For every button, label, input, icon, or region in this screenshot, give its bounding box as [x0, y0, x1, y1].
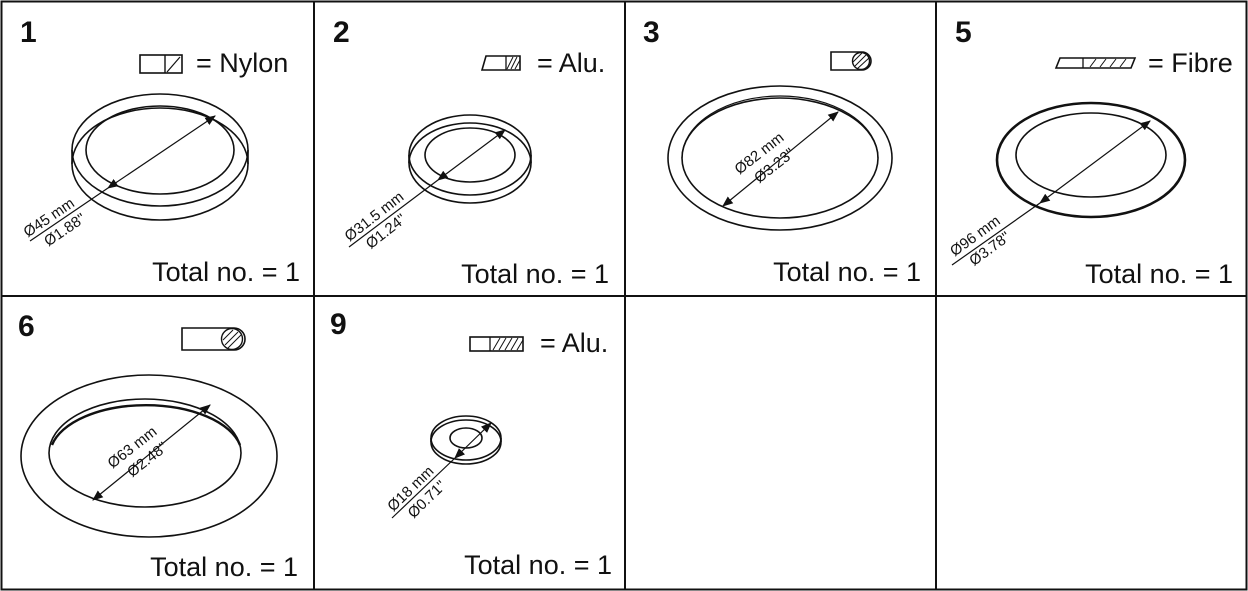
cell-number: 2: [333, 16, 350, 49]
cell-3: 3 Ø82 mm Ø3.23" Total no. = 1: [643, 16, 921, 287]
dimension-label: Ø82 mm Ø3.23": [732, 129, 798, 187]
cell-number: 9: [330, 308, 347, 341]
round-section-icon: [181, 327, 246, 351]
total-count: Total no. = 1: [1085, 259, 1233, 289]
diameter-arrow: [92, 404, 211, 501]
hatched-section-icon: [469, 336, 524, 352]
material-label: = Fibre: [1148, 48, 1233, 78]
cell-2: 2 = Alu. Ø31.5 mm Ø1.24" Total no. = 1: [333, 16, 609, 289]
diameter-arrow: [722, 111, 839, 207]
plain-section-icon: [139, 54, 183, 74]
round-section-icon: [830, 51, 872, 71]
total-count: Total no. = 1: [773, 257, 921, 287]
gasket-ring-icon: [408, 114, 532, 204]
diameter-arrow: [348, 129, 506, 248]
cell-5: 5 = Fibre Ø96 mm Ø3.78" Total no. = 1: [947, 16, 1233, 289]
cell-9: 9 = Alu. Ø18 mm Ø0.71" Total no. = 1: [330, 308, 612, 580]
cell-1: 1 = Nylon Ø45 mm Ø1.88" Total no. = 1: [20, 16, 300, 287]
gasket-ring-icon: [995, 101, 1187, 219]
dimension-label: Ø18 mm Ø0.71": [384, 463, 449, 522]
cell-number: 1: [20, 16, 37, 49]
cell-number: 6: [18, 310, 35, 343]
total-count: Total no. = 1: [150, 552, 298, 582]
total-count: Total no. = 1: [152, 257, 300, 287]
cell-6: 6 Ø63 mm Ø2.48" Total no. = 1: [18, 310, 298, 582]
cell-number: 5: [955, 16, 972, 49]
dimension-label: Ø96 mm Ø3.78": [947, 212, 1014, 269]
hatched-section-icon: [480, 55, 521, 71]
gasket-ring-icon: [667, 85, 893, 231]
gasket-ring-icon: [71, 93, 249, 221]
material-label: = Nylon: [196, 48, 288, 78]
gasket-ring-icon: [430, 415, 502, 465]
dimension-label: Ø63 mm Ø2.48": [105, 423, 171, 481]
diameter-arrow: [951, 120, 1151, 266]
total-count: Total no. = 1: [461, 259, 609, 289]
diameter-arrow: [29, 115, 216, 242]
cell-number: 3: [643, 16, 660, 49]
total-count: Total no. = 1: [464, 550, 612, 580]
diameter-arrow: [391, 422, 492, 519]
dimension-label: Ø45 mm Ø1.88": [20, 195, 88, 250]
hatched-section-icon: [1054, 57, 1137, 69]
material-label: = Alu.: [537, 48, 605, 78]
material-label: = Alu.: [540, 328, 608, 358]
